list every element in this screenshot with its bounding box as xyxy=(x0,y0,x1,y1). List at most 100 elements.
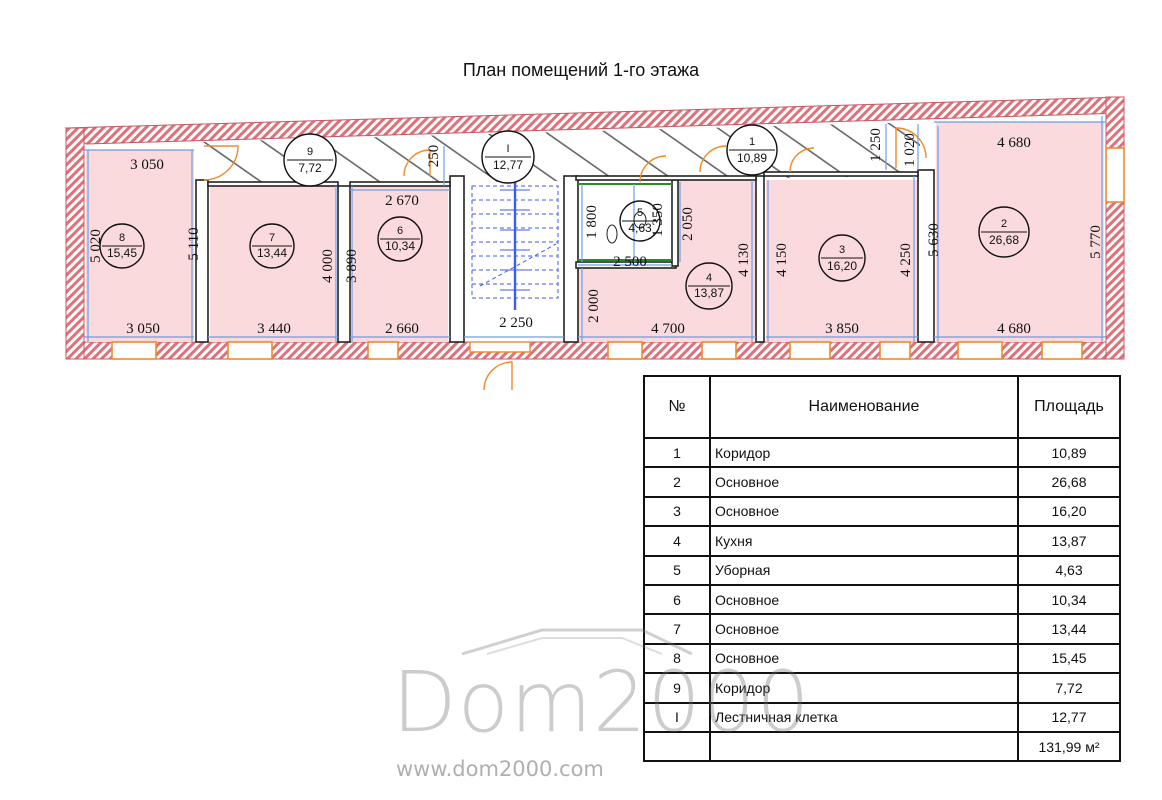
room-number: 4 xyxy=(706,272,712,284)
cell-area: 12,77 xyxy=(1017,701,1121,733)
dimension-label: 1 020 xyxy=(902,133,918,167)
cell-name: Основное xyxy=(709,466,1019,498)
room-marker: 9 7,72 xyxy=(283,133,337,187)
dimension-label: 2 050 xyxy=(680,207,696,241)
room-marker: 5 4,63 xyxy=(619,200,661,242)
dimension-label: 2 670 xyxy=(385,193,419,209)
dimension-labels: 3 050 3 050 5 020 5 110 3 440 4 000 2 67… xyxy=(88,128,1104,337)
dimension-label: 4 700 xyxy=(651,321,685,337)
room-number: I xyxy=(506,143,509,155)
room-number: 3 xyxy=(839,244,845,256)
header-name: Наименование xyxy=(709,375,1019,439)
dimension-label: 2 660 xyxy=(385,321,419,337)
staircase xyxy=(471,178,559,310)
room-marker: 1 10,89 xyxy=(726,124,778,176)
toilet-fixture xyxy=(606,211,647,244)
interior-walls xyxy=(195,169,935,343)
cell-name: Основное xyxy=(709,613,1019,645)
cell-number: 6 xyxy=(643,583,711,616)
watermark-url: www.dom2000.com xyxy=(396,757,604,781)
cell-number: I xyxy=(643,701,711,733)
dimension-label: 3 890 xyxy=(344,249,360,283)
dimension-label: 4 680 xyxy=(997,321,1031,337)
room-number: 9 xyxy=(307,146,313,158)
dimension-label: 2 500 xyxy=(613,254,647,270)
cell-name: Основное xyxy=(709,583,1019,616)
cell-name: Лестничная клетка xyxy=(709,701,1019,733)
dimension-label: 3 850 xyxy=(825,321,859,337)
room-area: 26,68 xyxy=(989,233,1019,247)
cell-name: Коридор xyxy=(709,436,1019,469)
room-area: 15,45 xyxy=(107,246,137,260)
room-number: 5 xyxy=(637,207,643,219)
room-area: 13,87 xyxy=(694,286,724,300)
dimension-label: 3 440 xyxy=(257,321,291,337)
cell-empty xyxy=(643,730,711,763)
cell-number: 1 xyxy=(643,436,711,469)
dimension-label: 1 250 xyxy=(868,128,884,162)
dimension-label: 4 000 xyxy=(320,249,336,283)
room-number: 7 xyxy=(269,232,275,244)
dimension-label: 4 150 xyxy=(774,243,790,277)
windows xyxy=(111,147,1125,360)
dimension-lines xyxy=(84,116,1106,342)
plan-title: План помещений 1-го этажа xyxy=(462,60,700,80)
dimension-label: 1 350 xyxy=(650,203,666,237)
dimension-label: 4 130 xyxy=(736,243,752,277)
cell-number: 4 xyxy=(643,525,711,557)
cell-number: 5 xyxy=(643,554,711,586)
header-number: № xyxy=(643,375,711,439)
cell-number: 3 xyxy=(643,495,711,528)
header-area: Площадь xyxy=(1017,375,1121,439)
room-number: 8 xyxy=(119,232,125,244)
cell-name: Коридор xyxy=(709,672,1019,704)
dimension-label: 5 770 xyxy=(1088,225,1104,259)
table-total-row: 131,99 м² xyxy=(643,730,1121,763)
cell-empty xyxy=(709,730,1019,763)
watermark-brand: Dom2000 xyxy=(392,653,811,751)
room-area: 7,72 xyxy=(298,161,322,175)
cell-number: 8 xyxy=(643,642,711,675)
dimension-label: 1 800 xyxy=(584,205,600,239)
dimension-label: 4 680 xyxy=(997,135,1031,151)
room-marker: 2 26,68 xyxy=(978,206,1030,258)
dimension-label: 5 110 xyxy=(186,227,202,260)
room-marker: 7 13,44 xyxy=(249,223,295,269)
total-area: 131,99 м² xyxy=(1017,730,1121,763)
dimension-label: 3 050 xyxy=(126,321,160,337)
room-fills xyxy=(86,122,1104,342)
room-area: 12,77 xyxy=(493,158,523,172)
dimension-label: 5 020 xyxy=(88,229,104,263)
dimension-label: 2 250 xyxy=(499,315,533,331)
doors xyxy=(203,127,927,391)
cell-name: Основное xyxy=(709,642,1019,675)
cell-area: 13,87 xyxy=(1017,525,1121,557)
room-area: 10,89 xyxy=(737,151,767,165)
room-marker: 3 16,20 xyxy=(818,234,866,282)
room-area: 16,20 xyxy=(827,259,857,273)
dimension-label: 4 250 xyxy=(898,243,914,277)
room-number: 6 xyxy=(397,225,403,237)
room-area: 13,44 xyxy=(257,246,287,260)
room-marker: 8 15,45 xyxy=(99,223,145,269)
cell-area: 7,72 xyxy=(1017,672,1121,704)
cell-area: 26,68 xyxy=(1017,466,1121,498)
cell-area: 10,89 xyxy=(1017,436,1121,469)
watermark-roof-icon xyxy=(461,628,693,656)
cell-area: 10,34 xyxy=(1017,583,1121,616)
room-area: 4,63 xyxy=(628,221,652,235)
cell-number: 9 xyxy=(643,672,711,704)
room-marker: 6 10,34 xyxy=(377,216,423,262)
cell-area: 4,63 xyxy=(1017,554,1121,586)
room-marker: 4 13,87 xyxy=(685,262,733,310)
